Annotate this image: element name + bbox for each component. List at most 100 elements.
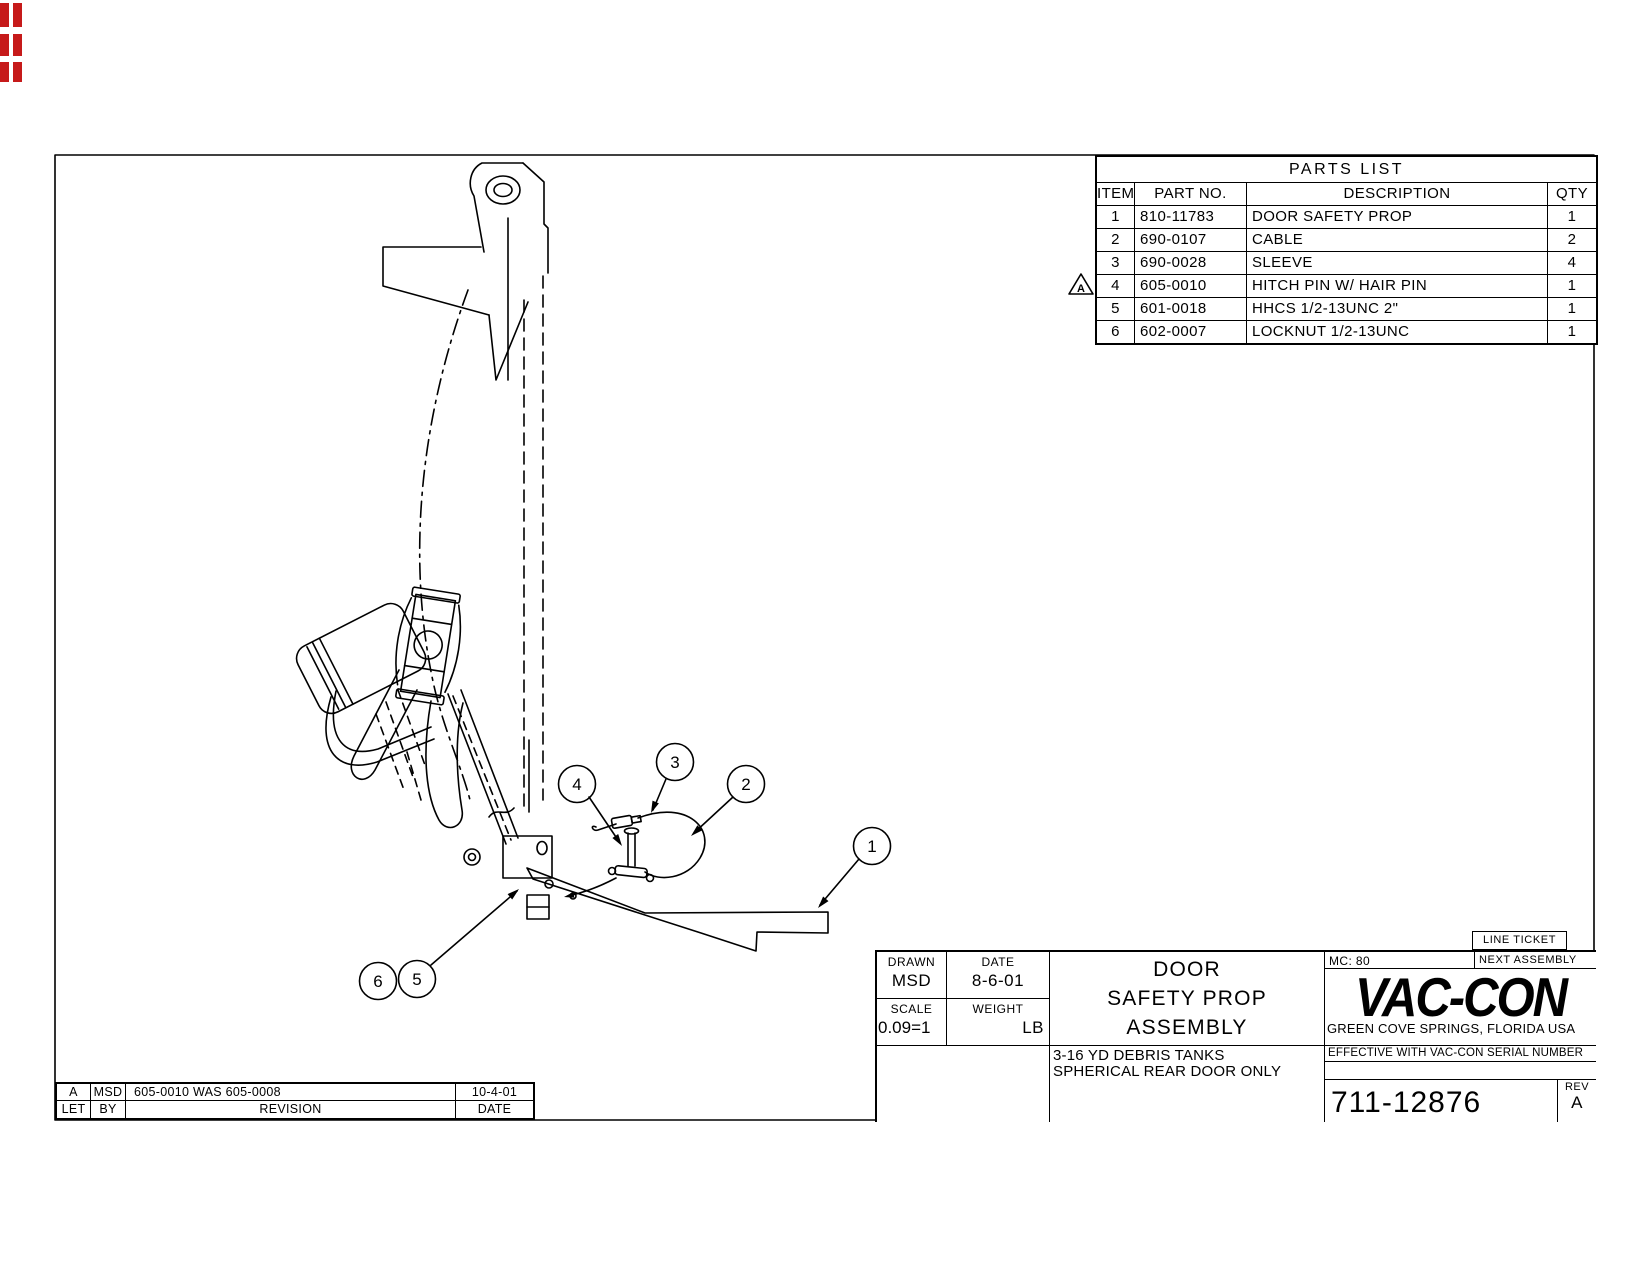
top-hinge-bracket [382, 162, 549, 381]
title-line-1: DOOR [1153, 958, 1221, 981]
item-cell: 3 [1097, 252, 1135, 275]
revision-flag-icon: A [1068, 273, 1094, 295]
drawing-title: DOOR SAFETY PROP ASSEMBLY [1050, 952, 1325, 1046]
rev-let-label: LET [57, 1101, 91, 1118]
col-header-part-no: PART NO. [1135, 183, 1247, 206]
balloon-leaders [430, 778, 860, 966]
vac-con-logo: VAC-CON [1354, 967, 1568, 1029]
weight-value: LB [1022, 1018, 1044, 1037]
qty-cell: 4 [1548, 252, 1596, 275]
balloon-5-label: 5 [412, 970, 421, 989]
scale-cell: SCALE 0.09=1 [877, 999, 947, 1046]
drawn-value: MSD [891, 971, 932, 990]
item-cell: 4 [1097, 275, 1135, 298]
balloon-4: 4 [557, 764, 597, 804]
part-no-cell: 601-0018 [1135, 298, 1247, 321]
description-cell: LOCKNUT 1/2-13UNC [1247, 321, 1548, 343]
qty-cell: 1 [1548, 206, 1596, 229]
description-cell: HITCH PIN W/ HAIR PIN [1247, 275, 1548, 298]
col-header-description: DESCRIPTION [1247, 183, 1548, 206]
door-swing-arc [418, 289, 471, 801]
mc-cell: MC: 80 [1325, 952, 1474, 969]
door-latch-assembly [295, 586, 519, 845]
balloon-2-label: 2 [741, 775, 750, 794]
rev-label: REV [1564, 1081, 1590, 1093]
red-stamp-marks [0, 0, 30, 100]
description-cell: HHCS 1/2-13UNC 2" [1247, 298, 1548, 321]
hitch-pin [623, 827, 640, 867]
drawing-subtitle: 3-16 YD DEBRIS TANKS SPHERICAL REAR DOOR… [1050, 1046, 1325, 1122]
rev-date-value: 10-4-01 [456, 1084, 533, 1101]
rev-description-value: 605-0010 WAS 605-0008 [126, 1084, 456, 1101]
qty-cell: 2 [1548, 229, 1596, 252]
part-no-cell: 602-0007 [1135, 321, 1247, 343]
table-row: 2 690-0107 CABLE 2 [1097, 229, 1596, 252]
effective-cell: EFFECTIVE WITH VAC-CON SERIAL NUMBER [1325, 1046, 1596, 1062]
qty-cell: 1 [1567, 323, 1577, 340]
drawing-border [54, 154, 1595, 1121]
description-cell: CABLE [1247, 229, 1548, 252]
qty-cell: 1 [1548, 298, 1596, 321]
revision-label-row: LET BY REVISION DATE [57, 1101, 533, 1118]
description-cell: SLEEVE [1247, 252, 1548, 275]
balloon-1-label: 1 [867, 837, 876, 856]
item-cell: 1 [1097, 206, 1135, 229]
rev-cell: REV A [1558, 1080, 1596, 1122]
revision-entry-row: A MSD 605-0010 WAS 605-0008 10-4-01 [57, 1084, 533, 1101]
balloon-6-label: 6 [373, 972, 382, 991]
col-header-item: ITEM [1097, 183, 1135, 206]
weight-cell: WEIGHT LB [947, 999, 1050, 1046]
empty-strip [1325, 1062, 1596, 1080]
rev-by-label: BY [91, 1101, 126, 1118]
pivot-bracket [463, 835, 553, 920]
door-edge-lines [418, 217, 544, 818]
balloon-2: 2 [726, 764, 766, 804]
description-cell: DOOR SAFETY PROP [1247, 206, 1548, 229]
parts-list-header-row: ITEM PART NO. DESCRIPTION QTY [1097, 183, 1596, 206]
balloon-4-label: 4 [572, 775, 581, 794]
part-no-cell: 810-11783 [1135, 206, 1247, 229]
balloon-3-label: 3 [670, 753, 679, 772]
col-header-qty: QTY [1548, 183, 1596, 206]
table-row: 4 605-0010 HITCH PIN W/ HAIR PIN 1 [1097, 275, 1596, 298]
title-line-2: SAFETY PROP [1107, 987, 1267, 1010]
table-row: 5 601-0018 HHCS 1/2-13UNC 2" 1 [1097, 298, 1596, 321]
date-cell: DATE 8-6-01 [947, 952, 1050, 999]
table-row: 1 810-11783 DOOR SAFETY PROP 1 [1097, 206, 1596, 229]
title-block: DRAWN MSD DATE 8-6-01 SCALE 0.09=1 WEIGH… [875, 950, 1596, 1122]
scale-label: SCALE [890, 1002, 933, 1016]
balloon-1: 1 [852, 826, 892, 866]
balloon-3: 3 [655, 742, 695, 782]
safety-prop-arm [526, 867, 829, 952]
weight-label: WEIGHT [972, 1002, 1024, 1016]
rev-value: A [1571, 1093, 1583, 1112]
cable-assembly [564, 811, 706, 898]
parts-list-table: PARTS LIST ITEM PART NO. DESCRIPTION QTY… [1095, 155, 1598, 345]
item-cell: 5 [1097, 298, 1135, 321]
subtitle-line-2: SPHERICAL REAR DOOR ONLY [1053, 1063, 1282, 1080]
scale-value: 0.09=1 [878, 1018, 931, 1037]
table-row: 6 602-0007 LOCKNUT 1/2-13UNC 1 [1097, 321, 1596, 343]
empty-cell [877, 1046, 1050, 1122]
pivot-bolt-head [463, 848, 481, 866]
qty-cell: 1 [1548, 275, 1596, 298]
date-value: 8-6-01 [971, 971, 1025, 990]
next-assembly-cell: NEXT ASSEMBLY [1474, 952, 1596, 969]
part-no-cell: 690-0107 [1135, 229, 1247, 252]
table-row: 3 690-0028 SLEEVE 4 [1097, 252, 1596, 275]
revision-block: A MSD 605-0010 WAS 605-0008 10-4-01 LET … [55, 1082, 535, 1120]
rev-description-label: REVISION [126, 1101, 456, 1118]
date-label: DATE [981, 955, 1015, 969]
balloon-6: 6 [358, 961, 398, 1001]
rev-by-value: MSD [91, 1084, 126, 1101]
part-no-cell: 605-0010 [1135, 275, 1247, 298]
drawing-number: 711-12876 [1325, 1080, 1558, 1122]
rev-date-label: DATE [477, 1102, 512, 1116]
line-ticket-box: LINE TICKET [1472, 931, 1567, 950]
logo-cell: VAC-CON GREEN COVE SPRINGS, FLORIDA USA [1325, 969, 1596, 1046]
revision-flag-letter: A [1077, 283, 1085, 295]
balloon-5: 5 [397, 959, 437, 999]
drawn-cell: DRAWN MSD [877, 952, 947, 999]
